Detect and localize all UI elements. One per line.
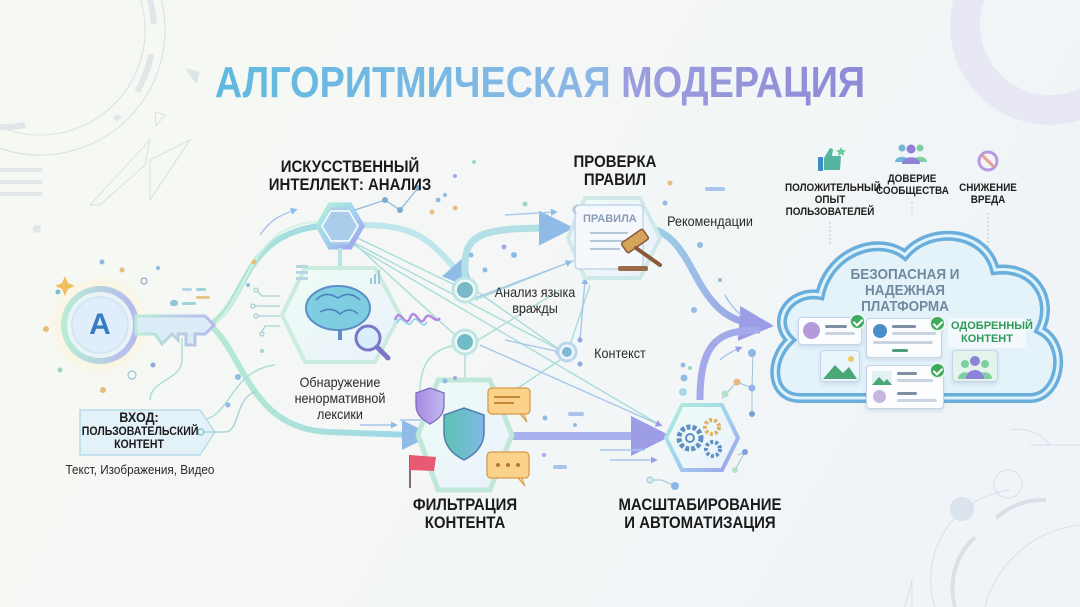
purple-shield-icon (415, 387, 445, 425)
input-tag: ВХОД: ПОЛЬЗОВАТЕЛЬСКИЙ КОНТЕНТ (74, 406, 214, 456)
chat-bubble-icon (487, 387, 531, 423)
approved-check-icon (929, 362, 946, 379)
approved-content-badge: ОДОБРЕННЫЙ КОНТЕНТ (948, 318, 1033, 348)
outcome-positive-experience: ПОЛОЖИТЕЛЬНЫЙ ОПЫТ ПОЛЬЗОВАТЕЛЕЙ (785, 182, 881, 218)
input-subheading-2: КОНТЕНТ (114, 437, 164, 451)
stage-scaling-title: МАСШТАБИРОВАНИЕ И АВТОМАТИЗАЦИЯ (618, 495, 782, 532)
avatar-icon (873, 390, 886, 403)
approved-check-icon (929, 315, 946, 332)
profanity-detection-label: Обнаружение ненормативной лексики (294, 374, 386, 422)
sparkle-icon (55, 276, 75, 296)
shield-icon (443, 407, 485, 461)
avatar-icon (873, 324, 887, 338)
page-title: АЛГОРИТМИЧЕСКАЯ МОДЕРАЦИЯ (76, 58, 1005, 108)
no-harm-icon (977, 150, 999, 172)
input-heading: ВХОД: (119, 409, 159, 425)
typing-bubble-icon (486, 451, 530, 487)
landscape-image-icon (872, 371, 892, 385)
stage-ai-analysis-title: ИСКУССТВЕННЫЙ ИНТЕЛЛЕКТ: АНАЛИЗ (268, 157, 432, 194)
key-letter: A (89, 308, 111, 341)
hate-speech-node (451, 276, 479, 304)
outcome-community-trust: ДОВЕРИЕ СООБЩЕСТВА (876, 173, 949, 197)
avatar-icon (803, 322, 820, 339)
outcome-harm-reduction: СНИЖЕНИЕ ВРЕДА (959, 182, 1017, 206)
platform-title: БЕЗОПАСНАЯ И НАДЕЖНАЯ ПЛАТФОРМА (850, 266, 960, 315)
approved-check-icon (849, 313, 866, 330)
brain-icon (305, 285, 371, 340)
hate-speech-label: Анализ языка вражды (494, 284, 576, 316)
input-tag-shape (79, 409, 216, 456)
landscape-image-icon (823, 356, 857, 379)
key-icon (61, 286, 217, 364)
context-label: Контекст (594, 345, 646, 361)
group-icon (958, 356, 992, 379)
rules-document-label: ПРАВИЛА (583, 213, 637, 225)
title-part-2: МОДЕРАЦИЯ (621, 58, 866, 107)
recommendations-label: Рекомендации (667, 213, 753, 229)
content-card-community (952, 350, 998, 382)
content-card-image (820, 350, 860, 382)
input-subheading-1: ПОЛЬЗОВАТЕЛЬСКИЙ (81, 424, 199, 438)
stage-content-filtering-title: ФИЛЬТРАЦИЯ КОНТЕНТА (412, 495, 518, 532)
title-part-1: АЛГОРИТМИЧЕСКАЯ (214, 58, 611, 107)
input-types: Текст, Изображения, Видео (65, 462, 215, 477)
community-icon (895, 144, 927, 164)
stage-rule-check-title: ПРОВЕРКА ПРАВИЛ (573, 152, 657, 189)
context-node (556, 337, 583, 367)
gavel-icon (618, 228, 662, 271)
flag-icon (409, 455, 436, 488)
gears-icon (676, 418, 722, 458)
thumbs-up-icon (818, 147, 846, 171)
filter-node (451, 328, 479, 356)
magnifier-icon (354, 324, 391, 361)
